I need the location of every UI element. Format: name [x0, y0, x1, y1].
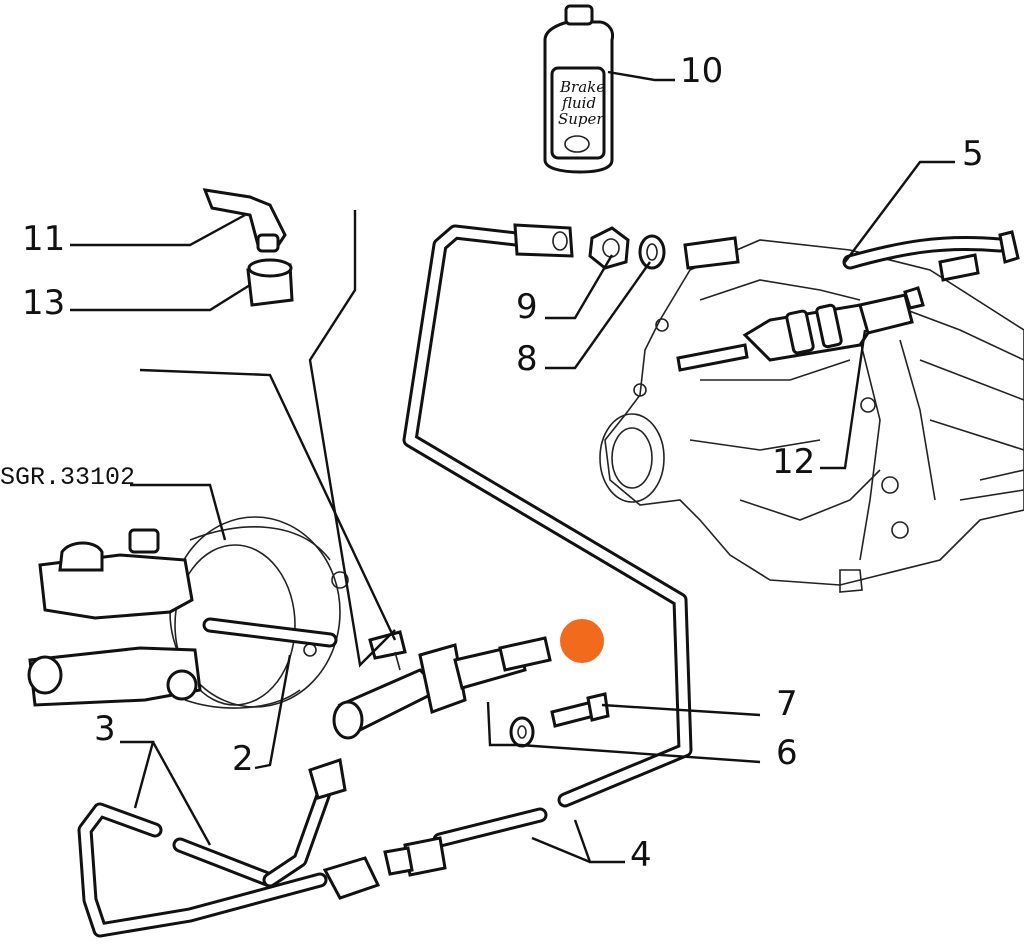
- brake-fluid-bottle: Brake fluid Super: [543, 4, 615, 174]
- bottle-label-line3: Super: [558, 110, 604, 128]
- slave-cylinder: [676, 286, 925, 372]
- sealing-washer: [509, 716, 535, 748]
- callout-12: 12: [772, 442, 815, 482]
- fluid-reservoir: [38, 528, 194, 620]
- callout-9: 9: [516, 287, 538, 327]
- callout-5: 5: [962, 134, 984, 174]
- callout-8: 8: [516, 339, 538, 379]
- bottle-label-line2: fluid: [561, 94, 596, 112]
- leader-lines: [70, 70, 955, 864]
- callout-4: 4: [630, 835, 652, 875]
- hydraulic-pipe: [402, 223, 693, 808]
- callout-6: 6: [776, 733, 798, 773]
- elbow-fitting: [202, 188, 287, 253]
- washer: [638, 234, 666, 270]
- callout-10: 10: [680, 51, 723, 91]
- bolt: [550, 692, 610, 728]
- bottle-label-line1: Brake: [559, 78, 605, 96]
- master-cylinder: [27, 617, 338, 707]
- lower-pipe: [383, 807, 548, 877]
- flex-hose: [683, 230, 1020, 282]
- return-pipe: [77, 758, 381, 938]
- highlight-marker: [560, 619, 604, 663]
- callout-13: 13: [22, 283, 65, 323]
- rubber-grommet: [246, 258, 294, 307]
- callout-7: 7: [776, 684, 798, 724]
- gearbox-housing: [599, 239, 1024, 593]
- reference-code: SGR.33102: [0, 463, 135, 492]
- callout-11: 11: [22, 219, 65, 259]
- callout-3: 3: [94, 709, 116, 749]
- callout-2: 2: [232, 739, 254, 779]
